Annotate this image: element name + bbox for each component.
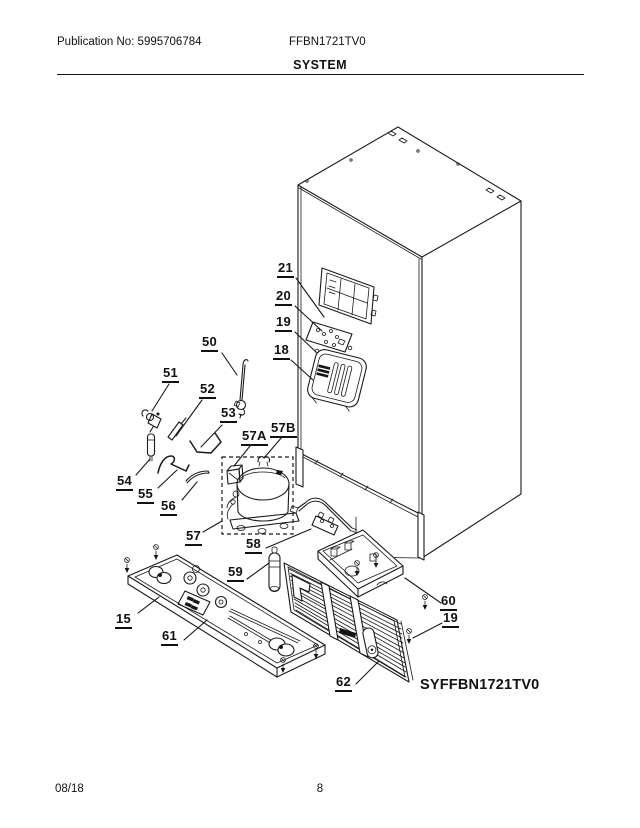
tube-part xyxy=(233,359,249,419)
capacitor-part xyxy=(226,464,244,485)
callout-20: 20 xyxy=(275,289,293,306)
callout-21: 21 xyxy=(277,261,295,278)
compressor-part xyxy=(226,467,300,534)
leader-lines xyxy=(135,277,443,685)
grille-part xyxy=(283,562,414,683)
callout-62: 62 xyxy=(335,675,353,692)
tube-fitting-part xyxy=(167,417,187,441)
bent-tube-part xyxy=(189,432,222,454)
evaporator-frame-part xyxy=(318,267,379,325)
callout-61: 61 xyxy=(161,629,179,646)
callout-53: 53 xyxy=(220,406,238,423)
footer-page-number: 8 xyxy=(316,783,324,795)
tube-bracket-part xyxy=(297,497,358,536)
control-board-part xyxy=(305,321,353,353)
callout-58: 58 xyxy=(245,537,263,554)
callout-19-top: 19 xyxy=(275,315,293,332)
valve-part xyxy=(141,409,162,433)
damper-part xyxy=(268,546,281,593)
cabinet-screw-marks xyxy=(305,130,506,201)
callout-15: 15 xyxy=(115,612,133,629)
header-rule xyxy=(57,74,584,75)
air-duct-cover-part xyxy=(307,349,367,412)
callout-52: 52 xyxy=(199,382,217,399)
callout-54: 54 xyxy=(116,474,134,491)
wire-bracket-part xyxy=(157,455,190,474)
callout-51: 51 xyxy=(162,366,180,383)
callout-19-bottom: 19 xyxy=(442,611,460,628)
footer-date: 08/18 xyxy=(55,783,84,795)
publication-number: Publication No: 5995706784 xyxy=(57,36,202,48)
callout-60: 60 xyxy=(440,594,458,611)
callout-57: 57 xyxy=(185,529,203,546)
refrigerator-cabinet xyxy=(295,126,522,561)
callout-55: 55 xyxy=(137,487,155,504)
callout-57A: 57A xyxy=(241,429,268,446)
callout-50: 50 xyxy=(201,335,219,352)
model-number: FFBN1721TV0 xyxy=(289,36,366,48)
page-title: SYSTEM xyxy=(293,58,347,72)
compressor-assembly-box xyxy=(221,456,294,535)
diagram-model-code: SYFFBN1721TV0 xyxy=(420,677,540,693)
callout-57B: 57B xyxy=(270,421,297,438)
drier-part xyxy=(146,433,156,462)
callout-59: 59 xyxy=(227,565,245,582)
callout-18: 18 xyxy=(273,343,291,360)
callout-56: 56 xyxy=(160,499,178,516)
rod-part xyxy=(185,470,210,484)
